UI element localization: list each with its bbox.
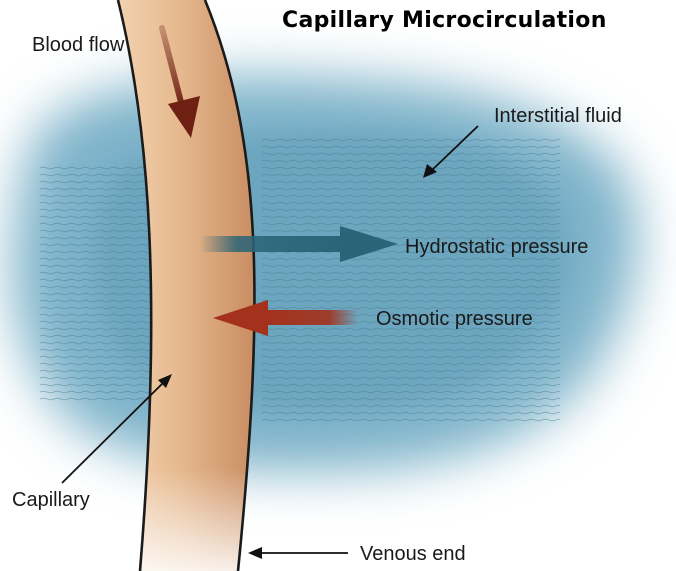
capillary-label: Capillary	[12, 490, 90, 510]
interstitial-fluid-label: Interstitial fluid	[494, 106, 622, 126]
diagram-title: Capillary Microcirculation	[282, 8, 607, 33]
hydrostatic-pressure-label: Hydrostatic pressure	[405, 237, 588, 257]
osmotic-pressure-label: Osmotic pressure	[376, 309, 533, 329]
venous-end-pointer	[248, 547, 348, 559]
venous-end-label: Venous end	[360, 544, 466, 564]
blood-flow-label: Blood flow	[32, 35, 124, 55]
